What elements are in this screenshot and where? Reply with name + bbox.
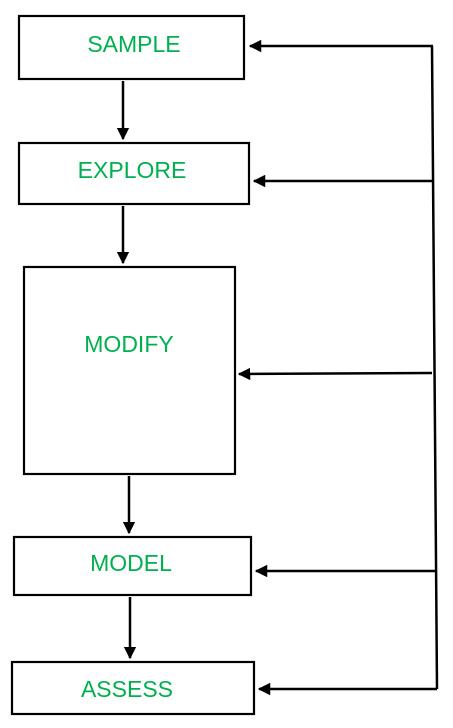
assess-box: ASSESS bbox=[10, 660, 256, 716]
assess-label: ASSESS bbox=[81, 676, 173, 702]
model-label: MODEL bbox=[90, 550, 172, 576]
explore-label: EXPLORE bbox=[78, 157, 187, 183]
sample-box: SAMPLE bbox=[17, 14, 246, 81]
modify-box: MODIFY bbox=[22, 265, 237, 476]
model-box: MODEL bbox=[12, 535, 253, 597]
sample-label: SAMPLE bbox=[87, 31, 180, 57]
explore-box: EXPLORE bbox=[17, 141, 251, 206]
feedback-arrow-to-modify bbox=[237, 367, 433, 381]
feedback-bus-line bbox=[430, 45, 439, 690]
modify-label: MODIFY bbox=[84, 331, 173, 357]
